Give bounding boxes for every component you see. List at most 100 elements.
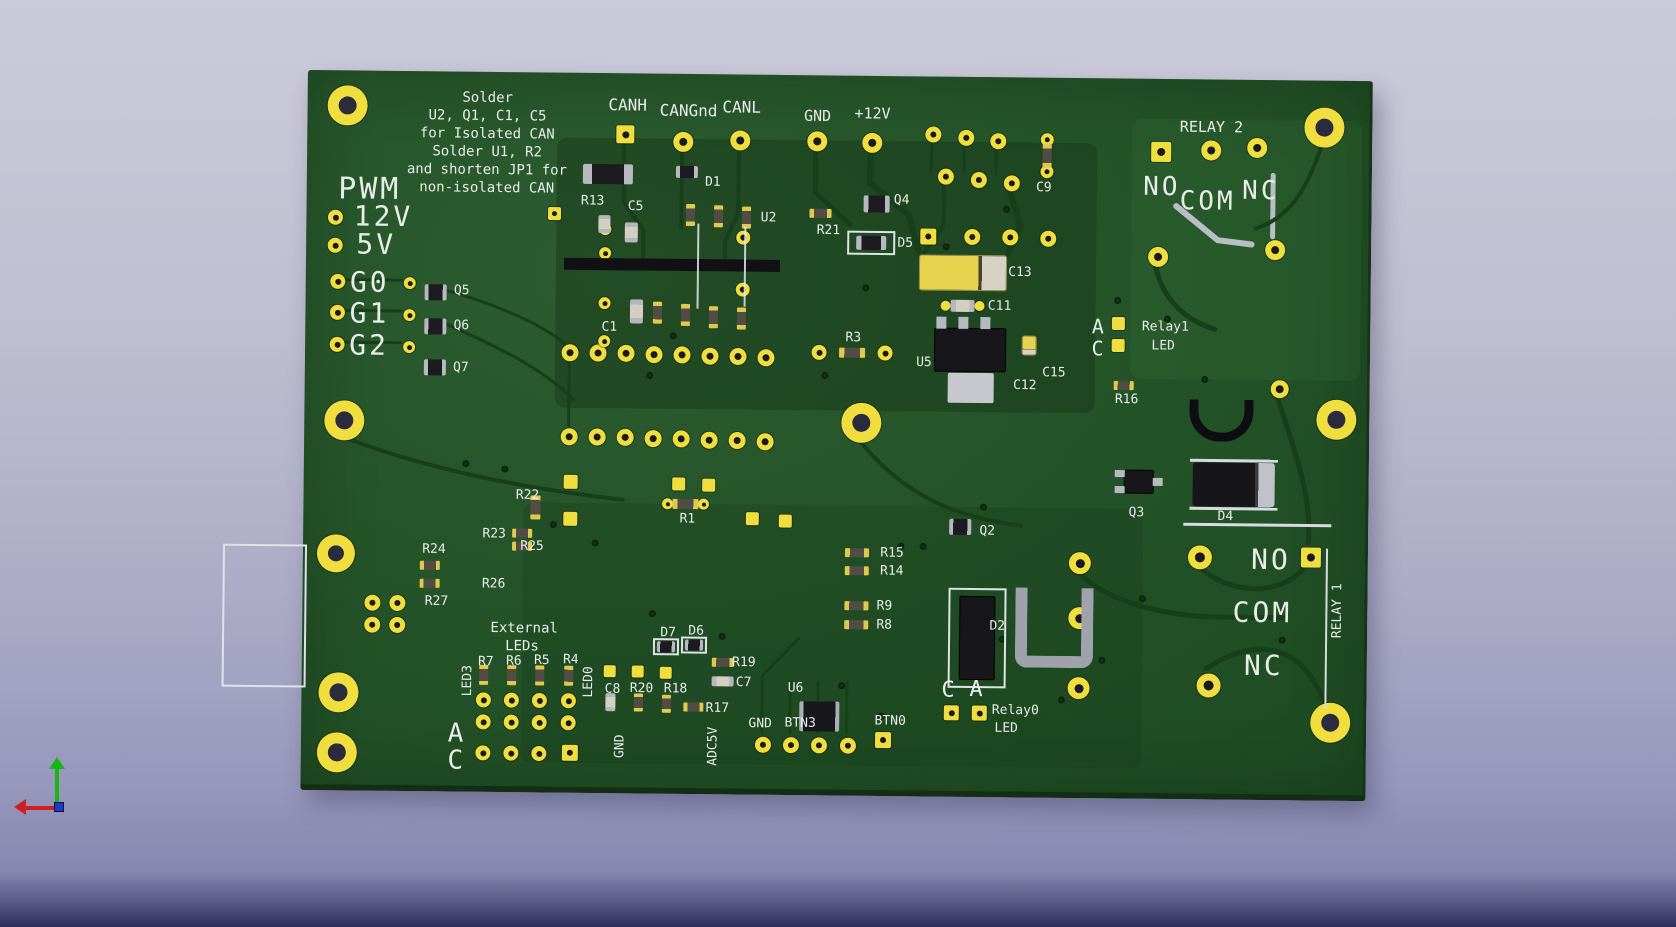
solder-pad <box>364 594 381 611</box>
x-axis-arrowhead-icon <box>14 799 26 815</box>
drill-hole <box>1275 385 1284 394</box>
drill-hole <box>327 743 346 762</box>
drill-hole <box>594 349 602 357</box>
solder-pad <box>329 304 346 320</box>
silkscreen-label: R4 <box>562 652 579 668</box>
via <box>919 542 927 551</box>
drill-hole <box>593 433 601 441</box>
drill-hole <box>565 697 572 704</box>
copper-trace <box>679 149 685 230</box>
silkscreen-label: Q6 <box>453 318 470 334</box>
drill-hole <box>332 242 339 249</box>
drill-hole <box>480 718 487 725</box>
axis-gizmo <box>14 757 86 824</box>
drill-hole <box>480 696 487 703</box>
solder-pad <box>403 277 416 290</box>
component-chip <box>949 518 972 535</box>
via <box>942 243 950 251</box>
copper-trace <box>1270 172 1276 240</box>
drill-hole <box>334 278 341 285</box>
silkscreen-label: R22 <box>515 487 540 503</box>
x-axis-arrow <box>26 806 57 810</box>
solder-pad <box>475 714 491 730</box>
component-out <box>221 543 308 688</box>
component-res <box>713 205 724 228</box>
silkscreen-label: R23 <box>482 526 506 542</box>
component-bar <box>563 257 781 272</box>
solder-pad <box>862 132 883 154</box>
solder-pad <box>503 692 519 708</box>
component-chip <box>863 195 890 213</box>
via <box>1003 205 1011 213</box>
via <box>1201 375 1209 383</box>
silkscreen-label: External <box>490 619 558 637</box>
solder-pad <box>561 744 578 761</box>
drill-hole <box>963 134 970 141</box>
solder-pad <box>531 692 547 709</box>
solder-pad <box>1270 380 1289 399</box>
copper-trace <box>445 322 576 402</box>
solder-pad <box>702 478 716 492</box>
drill-hole <box>508 697 515 704</box>
solder-pad <box>839 737 857 754</box>
via <box>1138 595 1147 603</box>
solder-pad <box>659 666 672 679</box>
silkscreen-label: RELAY 2 <box>1179 117 1244 137</box>
component-res <box>844 566 869 576</box>
component-leg <box>980 317 991 330</box>
silkscreen-label: R20 <box>629 680 654 697</box>
copper-trace <box>788 680 792 734</box>
silkscreen-label: BTN3 <box>784 715 816 731</box>
solder-pad <box>475 745 491 761</box>
drill-hole <box>816 349 823 356</box>
component-res <box>1113 380 1134 391</box>
solder-pad <box>874 731 892 749</box>
silkscreen-label: R15 <box>880 545 904 561</box>
drill-hole <box>868 138 877 147</box>
solder-pad <box>925 126 942 143</box>
silkscreen-label: CANGnd <box>659 100 718 121</box>
silkscreen-label: R3 <box>845 330 862 346</box>
solder-pad <box>756 433 774 451</box>
solder-pad <box>778 514 792 528</box>
copper-trace <box>760 636 801 733</box>
solder-pad <box>1187 545 1213 570</box>
silkscreen-label: U5 <box>916 354 932 371</box>
silkscreen-label: A <box>969 676 986 703</box>
drill-hole <box>327 545 345 562</box>
copper-traces <box>342 140 1328 734</box>
silkscreen-label: R21 <box>816 222 841 239</box>
silkscreen-label: Relay1 <box>1141 319 1189 335</box>
silkscreen-label: R18 <box>663 681 688 697</box>
silkscreen-label: LEDs <box>505 638 539 655</box>
solder-pad <box>672 430 690 448</box>
silkscreen-label: D4 <box>1217 509 1234 525</box>
component-res <box>685 203 696 227</box>
component-res <box>741 206 752 229</box>
solder-pad <box>1040 230 1057 247</box>
drill-hole <box>394 621 401 628</box>
solder-pad <box>330 273 346 289</box>
mounting-hole <box>316 534 356 573</box>
copper-trace <box>722 147 741 270</box>
silkscreen-label: BTN0 <box>874 713 906 729</box>
drill-hole <box>942 173 949 180</box>
solder-pad <box>560 693 576 709</box>
silkscreen-label: R14 <box>879 563 904 579</box>
via <box>1057 696 1065 704</box>
solder-pad <box>616 125 635 144</box>
drill-hole <box>479 749 486 756</box>
via <box>549 521 557 529</box>
solder-pad <box>598 335 611 348</box>
drill-hole <box>602 250 608 256</box>
component-chip <box>424 284 447 301</box>
pcb-board[interactable]: Solder U2, Q1, C1, C5 for Isolated CAN S… <box>221 70 1373 802</box>
drill-hole <box>705 436 713 444</box>
solder-pad <box>616 428 634 446</box>
silkscreen-label: R17 <box>705 700 730 716</box>
silkscreen-label: R24 <box>422 541 446 557</box>
component-cap <box>629 299 644 324</box>
drill-hole <box>551 211 558 217</box>
component-chip <box>423 359 446 376</box>
